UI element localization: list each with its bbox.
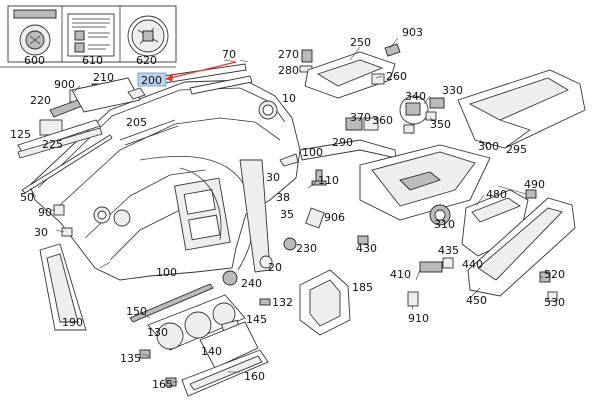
part-label-125: 125 [10,128,31,141]
part-label-340: 340 [405,90,426,103]
part-label-435: 435 [438,244,459,257]
part-label-225: 225 [42,138,63,151]
part-label-160: 160 [244,370,265,383]
part-label-450: 450 [466,294,487,307]
part-label-520: 520 [544,268,565,281]
part-label-130: 130 [147,326,168,339]
leader-lines [29,37,544,383]
part-label-440: 440 [462,258,483,271]
top-trim-strips [137,59,253,95]
part-label-910: 910 [408,312,429,325]
part-label-90: 90 [38,206,52,219]
part-label-190: 190 [62,316,83,329]
part-label-903: 903 [402,26,423,39]
part-label-205: 205 [126,116,147,129]
part-label-610: 610 [82,54,103,67]
part-label-360: 360 [372,114,393,127]
part-label-210: 210 [93,71,114,84]
part-label-900: 900 [54,78,75,91]
sticker-panel: 600 610 620 [0,5,177,68]
part-label-100a: 100 [302,146,323,159]
part-label-530: 530 [544,296,565,309]
part-label-20: 20 [268,261,282,274]
instrument-cluster-parts [129,237,351,397]
part-label-240: 240 [241,277,262,290]
part-labels: 70 200 210 900 220 205 125 225 50 90 30 … [10,26,565,391]
part-label-132: 132 [272,296,293,309]
part-label-600: 600 [24,54,45,67]
part-label-30a: 30 [34,226,48,239]
part-label-295: 295 [506,143,527,156]
part-label-110: 110 [318,174,339,187]
part-label-200: 200 [141,74,162,87]
part-label-310: 310 [434,218,455,231]
part-label-230: 230 [296,242,317,255]
instruction-label-sticker-icon [67,13,115,57]
part-label-620: 620 [136,54,157,67]
part-label-185: 185 [352,281,373,294]
part-label-260: 260 [386,70,407,83]
top-center-parts [299,43,401,99]
part-label-140: 140 [201,345,222,358]
part-label-410: 410 [390,268,411,281]
part-label-30b: 30 [266,171,280,184]
part-label-70: 70 [222,48,236,61]
part-label-10: 10 [282,92,296,105]
part-label-50: 50 [20,191,34,204]
part-label-270: 270 [278,48,299,61]
part-label-300: 300 [478,140,499,153]
right-parts [279,69,586,307]
part-label-290: 290 [332,136,353,149]
part-label-100b: 100 [156,266,177,279]
part-label-35: 35 [280,208,294,221]
part-label-330: 330 [442,84,463,97]
part-label-250: 250 [350,36,371,49]
part-label-220: 220 [30,94,51,107]
part-label-430: 430 [356,242,377,255]
part-label-165: 165 [152,378,173,391]
part-label-135: 135 [120,352,141,365]
part-label-150: 150 [126,305,147,318]
left-parts [17,77,146,331]
airbag-warning-sticker-icon [13,9,57,56]
part-label-38: 38 [276,191,290,204]
part-label-280: 280 [278,64,299,77]
part-label-145: 145 [246,313,267,326]
part-label-490: 490 [524,178,545,191]
part-label-370: 370 [350,111,371,124]
red-pointer-arrow [165,61,237,80]
part-label-906: 906 [324,211,345,224]
part-label-480: 480 [486,188,507,201]
part-label-350: 350 [430,118,451,131]
no-child-seat-sticker-icon [127,15,169,57]
highlight-label-200 [137,72,167,87]
